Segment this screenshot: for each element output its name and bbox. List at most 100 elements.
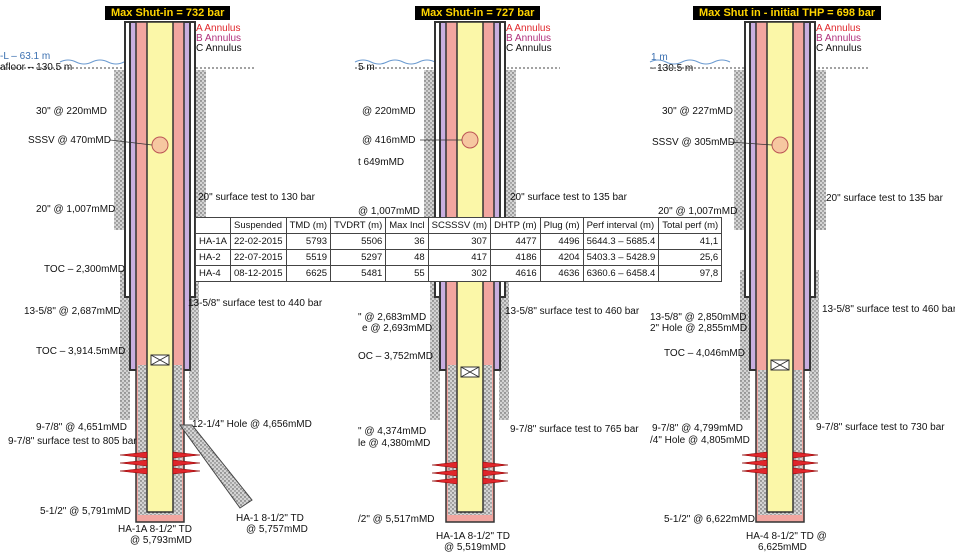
table-cell: 5403.3 – 5428.9 bbox=[582, 249, 660, 266]
table-cell: 41,1 bbox=[658, 233, 723, 250]
sea-level-label: 1 m bbox=[651, 52, 668, 63]
annulus-legend-right: A Annulus B Annulus C Annulus bbox=[816, 24, 862, 54]
hole-2-label: le @ 4,380mMD bbox=[358, 438, 431, 449]
table-header: Plug (m) bbox=[539, 217, 584, 234]
hole-label: 12-1/4" Hole @ 4,656mMD bbox=[192, 419, 312, 430]
surface-test-9-7-8-label: 9-7/8" surface test to 805 bar bbox=[8, 436, 137, 447]
liner-label: 5-1/2" @ 6,622mMD bbox=[664, 514, 755, 525]
table-header: Perf interval (m) bbox=[582, 217, 660, 234]
casing-30-label: @ 220mMD bbox=[362, 106, 416, 117]
surface-test-20-label: 20" surface test to 135 bar bbox=[510, 192, 627, 203]
b-annulus-label: B Annulus bbox=[816, 33, 862, 44]
surface-test-9-7-8-label: 9-7/8" surface test to 765 bar bbox=[510, 424, 639, 435]
liner-label: /2" @ 5,517mMD bbox=[358, 514, 435, 525]
sssv-valve bbox=[151, 136, 169, 154]
toc-2-label: TOC – 3,914.5mMD bbox=[36, 346, 126, 357]
table-cell: HA-1A bbox=[195, 233, 231, 250]
td-depth-label: @ 5,793mMD bbox=[130, 535, 192, 546]
table-cell: 6360.6 – 6458.4 bbox=[582, 265, 660, 282]
td-label: HA-1A 8-1/2" TD bbox=[436, 531, 510, 542]
toc-label: TOC – 4,046mMD bbox=[664, 348, 745, 359]
table-header: TVDRT (m) bbox=[330, 217, 387, 234]
td-label: HA-4 8-1/2" TD @ bbox=[746, 531, 827, 542]
table-cell: HA-4 bbox=[195, 265, 231, 282]
hole-label: 2" Hole @ 2,855mMD bbox=[650, 323, 748, 334]
b-annulus-label: B Annulus bbox=[196, 33, 242, 44]
table-cell: 4477 bbox=[490, 233, 541, 250]
perforations bbox=[119, 451, 201, 475]
seafloor-label: - 130.5 m bbox=[651, 63, 694, 74]
table-row: HA-2 22-07-2015 5519 5297 48 417 4186 42… bbox=[195, 249, 723, 266]
cement-right-2 bbox=[189, 270, 199, 420]
header-middle: Max Shut-in = 727 bar bbox=[415, 6, 541, 20]
table-cell: 36 bbox=[385, 233, 429, 250]
sssv-label: SSSV @ 470mMD bbox=[28, 135, 111, 146]
td-label: HA-1A 8-1/2" TD bbox=[118, 524, 192, 535]
surface-test-13-5-8-label: 13-5/8" surface test to 440 bar bbox=[188, 298, 323, 309]
well-ha-4 bbox=[649, 21, 870, 523]
table-header: Suspended bbox=[229, 217, 287, 234]
table-cell: 25,6 bbox=[658, 249, 723, 266]
table-row: HA-4 08-12-2015 6625 5481 55 302 4616 46… bbox=[195, 265, 723, 282]
tubing bbox=[146, 21, 174, 513]
td-depth-label: 6,625mMD bbox=[758, 542, 807, 553]
surface-test-13-5-8-label: 13-5/8" surface test to 460 bar bbox=[505, 306, 640, 317]
table-header-row: Suspended TMD (m) TVDRT (m) Max Incl SCS… bbox=[195, 217, 723, 234]
sidetrack-td-depth-label: @ 5,757mMD bbox=[246, 524, 308, 535]
table-cell: 97,8 bbox=[658, 265, 723, 282]
cement-left bbox=[114, 70, 125, 230]
table-header: Max Incl bbox=[385, 217, 429, 234]
annulus-legend-left: A Annulus B Annulus C Annulus bbox=[196, 24, 242, 54]
table-cell: 6625 bbox=[285, 265, 332, 282]
table-row: HA-1A 22-02-2015 5793 5506 36 307 4477 4… bbox=[195, 233, 723, 250]
td-depth-label: @ 5,519mMD bbox=[444, 542, 506, 553]
casing-9-7-8-label: 9-7/8" @ 4,651mMD bbox=[36, 422, 127, 433]
seafloor-label: afloor – 130.5 m bbox=[0, 62, 73, 73]
table-header: TMD (m) bbox=[285, 217, 332, 234]
casing-20-label: 20" @ 1,007mMD bbox=[658, 206, 738, 217]
casing-30-label: 30" @ 220mMD bbox=[36, 106, 107, 117]
table-cell: 417 bbox=[427, 249, 492, 266]
table-cell: 5481 bbox=[330, 265, 387, 282]
table-cell: HA-2 bbox=[195, 249, 231, 266]
liner-label: 5-1/2" @ 5,791mMD bbox=[40, 506, 131, 517]
table-cell: 4496 bbox=[539, 233, 584, 250]
hole-label: e @ 2,693mMD bbox=[362, 323, 433, 334]
header-left: Max Shut-in = 732 bar bbox=[105, 6, 231, 20]
surface-test-9-7-8-label: 9-7/8" surface test to 730 bar bbox=[816, 422, 945, 433]
sssv-2-label: t 649mMD bbox=[358, 157, 405, 168]
a-annulus-label: A Annulus bbox=[506, 23, 551, 34]
sssv-label: SSSV @ 305mMD bbox=[652, 137, 735, 148]
toc-label: TOC – 2,300mMD bbox=[44, 264, 125, 275]
table-header: SCSSSV (m) bbox=[427, 217, 492, 234]
table-cell: 08-12-2015 bbox=[229, 265, 287, 282]
casing-9-7-8-label: " @ 4,374mMD bbox=[358, 426, 427, 437]
casing-13-5-8-label: 13-5/8" @ 2,850mMD bbox=[650, 312, 747, 323]
table-cell: 22-02-2015 bbox=[229, 233, 287, 250]
toc-label: OC – 3,752mMD bbox=[358, 351, 434, 362]
table-header: DHTP (m) bbox=[490, 217, 541, 234]
table-cell: 302 bbox=[427, 265, 492, 282]
cement-left-2 bbox=[120, 270, 130, 420]
casing-13-5-8-label: 13-5/8" @ 2,687mMD bbox=[24, 306, 121, 317]
b-annulus-label: B Annulus bbox=[506, 33, 552, 44]
table-cell: 55 bbox=[385, 265, 429, 282]
seafloor-label: 5 m bbox=[358, 62, 375, 73]
sidetrack-td-label: HA-1 8-1/2" TD bbox=[236, 513, 304, 524]
a-annulus-label: A Annulus bbox=[196, 23, 241, 34]
surface-test-13-5-8-label: 13-5/8" surface test to 460 bar bbox=[822, 304, 955, 315]
table-cell: 5297 bbox=[330, 249, 387, 266]
table-cell: 5793 bbox=[285, 233, 332, 250]
sea-level-label: -L – 63.1 m bbox=[0, 51, 51, 62]
cement-right bbox=[195, 70, 206, 230]
c-annulus-label: C Annulus bbox=[196, 43, 242, 54]
table-cell: 5644.3 – 5685.4 bbox=[582, 233, 660, 250]
sssv-label: @ 416mMD bbox=[362, 135, 416, 146]
table-cell: 4616 bbox=[490, 265, 541, 282]
table-cell: 48 bbox=[385, 249, 429, 266]
header-right: Max Shut in - initial THP = 698 bar bbox=[693, 6, 882, 20]
casing-30-label: 30" @ 227mMD bbox=[662, 106, 733, 117]
a-annulus-label: A Annulus bbox=[816, 23, 861, 34]
surface-test-20-label: 20" surface test to 135 bar bbox=[826, 193, 943, 204]
